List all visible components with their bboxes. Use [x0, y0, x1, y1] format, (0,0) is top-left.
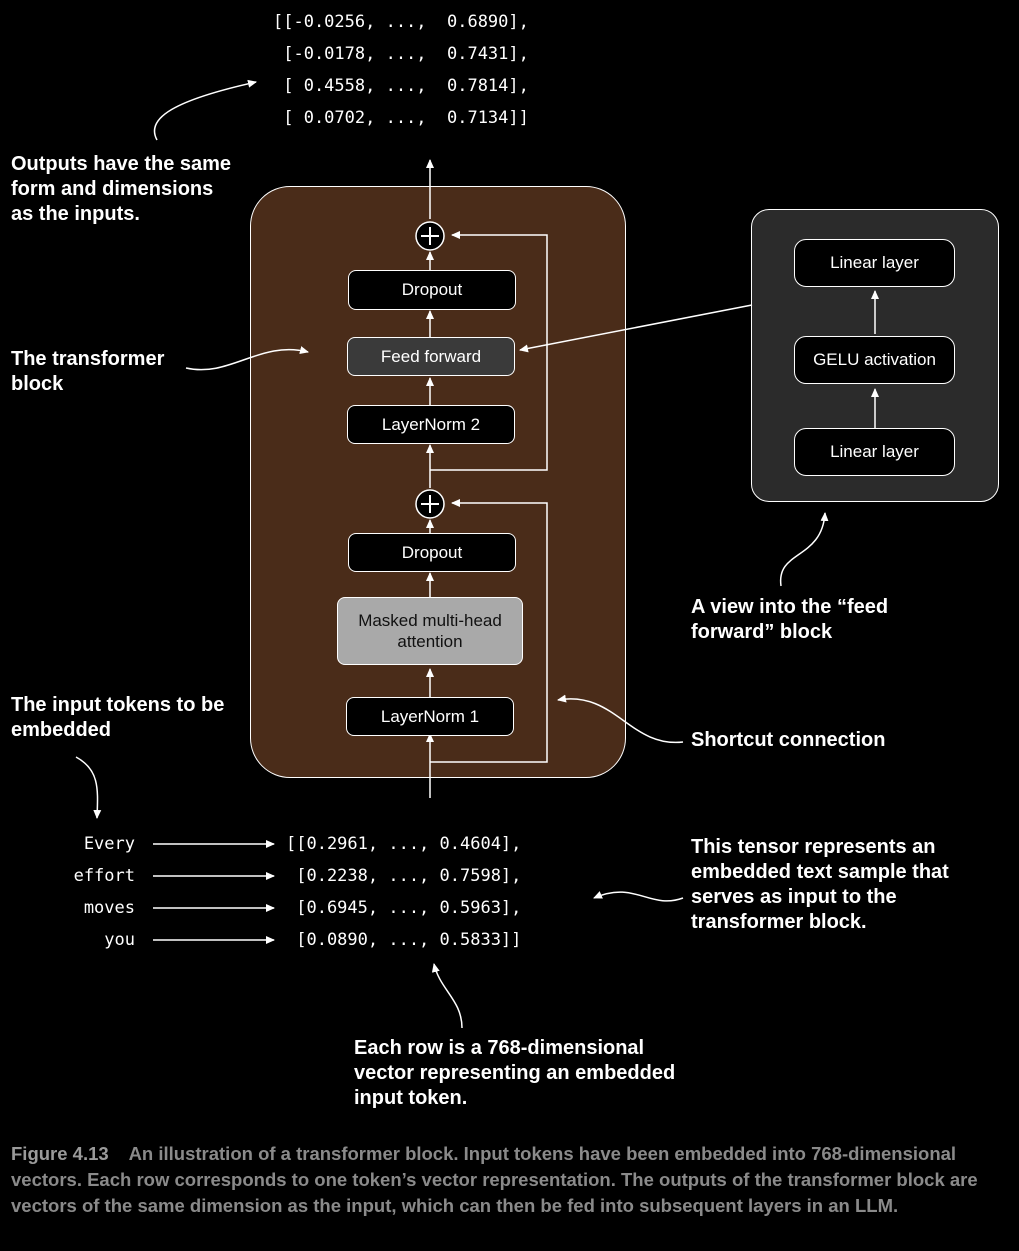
figure-caption: Figure 4.13 An illustration of a transfo… — [11, 1141, 1001, 1219]
input-tensor-row: [[0.2961, ..., 0.4604], — [286, 834, 522, 854]
ff-linear-top-box: Linear layer — [794, 239, 955, 287]
output-tensor-row: [ 0.4558, ..., 0.7814], — [273, 76, 529, 96]
ff-gelu-box: GELU activation — [794, 336, 955, 384]
masked-attention-box: Masked multi-head attention — [337, 597, 523, 665]
figure-label: Figure 4.13 — [11, 1143, 109, 1164]
input-tensor-row: [0.0890, ..., 0.5833]] — [286, 930, 522, 950]
output-tensor-row: [ 0.0702, ..., 0.7134]] — [273, 108, 529, 128]
input-tensor-row: [0.6945, ..., 0.5963], — [286, 898, 522, 918]
input-token: moves — [83, 898, 135, 918]
pointer-row — [431, 963, 463, 1029]
attention-label-line1: Masked multi-head — [358, 611, 502, 630]
pointer-ff-view — [780, 512, 829, 587]
input-token: you — [104, 930, 135, 950]
input-token: effort — [73, 866, 135, 886]
dropout-top-box: Dropout — [348, 270, 516, 310]
pointer-transformer — [185, 346, 309, 371]
layernorm1-box: LayerNorm 1 — [346, 697, 514, 736]
attention-label-line2: attention — [397, 632, 463, 651]
shortcut-1 — [430, 499, 548, 763]
annotation-ff-view: A view into the “feed forward” block — [691, 596, 889, 643]
pointer-tensor — [593, 891, 684, 902]
annotation-tensor: This tensor represents an embedded text … — [691, 836, 949, 933]
feed-forward-box: Feed forward — [347, 337, 515, 376]
dropout-bottom-box: Dropout — [348, 533, 516, 572]
shortcut-2 — [430, 231, 548, 471]
annotation-shortcut: Shortcut connection — [691, 729, 886, 751]
input-token: Every — [83, 834, 135, 854]
annotation-input-tokens: The input tokens to be embedded — [11, 694, 225, 741]
pointer-shortcut — [557, 694, 684, 744]
input-tensor-row: [0.2238, ..., 0.7598], — [286, 866, 522, 886]
pointer-input-tokens — [75, 756, 102, 819]
ff-view-link — [519, 304, 753, 353]
annotation-transformer-block: The transformer block — [11, 348, 165, 395]
layernorm2-box: LayerNorm 2 — [347, 405, 515, 444]
annotation-row: Each row is a 768-dimensional vector rep… — [354, 1037, 676, 1109]
ff-linear-bottom-box: Linear layer — [794, 428, 955, 476]
pointer-outputs — [153, 79, 257, 141]
figure-caption-text: An illustration of a transformer block. … — [11, 1143, 978, 1216]
output-tensor-row: [-0.0178, ..., 0.7431], — [273, 44, 529, 64]
annotation-outputs: Outputs have the same form and dimension… — [11, 153, 232, 225]
output-tensor-row: [[-0.0256, ..., 0.6890], — [273, 12, 529, 32]
